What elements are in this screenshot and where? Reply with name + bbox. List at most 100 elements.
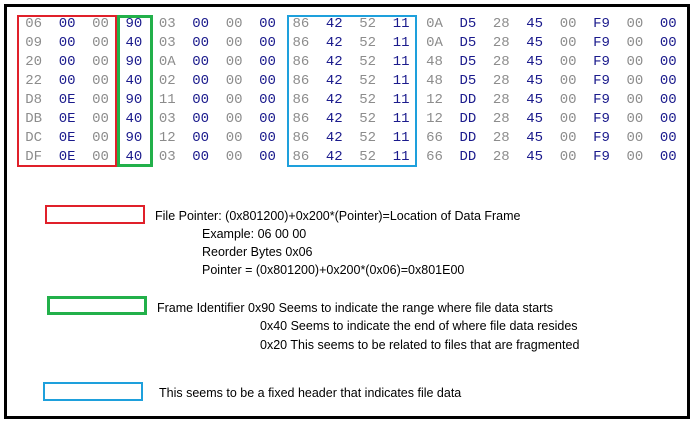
hex-byte: 02	[158, 73, 176, 89]
hex-byte: 12	[158, 130, 176, 146]
hex-byte: D5	[459, 16, 477, 32]
hex-byte: 52	[359, 130, 377, 146]
hex-byte: 45	[526, 111, 544, 127]
hex-byte: 86	[292, 111, 310, 127]
hex-byte: 00	[92, 54, 109, 70]
hex-byte: 28	[492, 54, 510, 70]
hex-byte: 00	[659, 92, 677, 108]
hex-byte: F9	[593, 92, 610, 108]
hex-byte: 86	[292, 92, 310, 108]
hex-byte: 00	[559, 73, 577, 89]
hex-byte: 00	[559, 35, 577, 51]
hex-byte: 42	[325, 35, 343, 51]
hex-byte: DD	[459, 130, 477, 146]
hex-byte: 00	[559, 149, 577, 165]
hex-byte: 11	[392, 16, 410, 32]
hex-byte: 00	[58, 73, 76, 89]
hex-byte: 28	[492, 111, 510, 127]
hex-byte: 00	[192, 149, 210, 165]
hex-byte: 00	[559, 16, 577, 32]
hex-byte: 45	[526, 130, 544, 146]
hex-byte: 00	[225, 111, 243, 127]
hex-byte: 86	[292, 16, 310, 32]
hex-byte: F9	[593, 149, 610, 165]
hex-byte: 52	[359, 111, 377, 127]
hex-byte: 00	[92, 149, 109, 165]
hex-byte: F9	[593, 73, 610, 89]
hex-byte: 0E	[58, 149, 76, 165]
hex-byte: D5	[459, 73, 477, 89]
hex-byte: 00	[626, 130, 644, 146]
hex-byte: 00	[225, 130, 243, 146]
hex-byte: 42	[325, 130, 343, 146]
fixed-header-description: This seems to be a fixed header that ind…	[159, 386, 462, 400]
hex-byte: 00	[92, 35, 109, 51]
hex-byte: 42	[325, 54, 343, 70]
hex-byte: 0A	[426, 35, 443, 51]
hex-byte: 48	[426, 54, 443, 70]
hex-byte: 22	[25, 73, 43, 89]
hex-byte: 00	[92, 92, 109, 108]
hex-byte: 45	[526, 149, 544, 165]
hex-byte: 03	[158, 149, 176, 165]
hex-byte: 00	[192, 130, 210, 146]
hex-byte: DB	[25, 111, 43, 127]
hex-byte: 86	[292, 130, 310, 146]
hex-byte: 00	[58, 35, 76, 51]
hex-byte: 45	[526, 92, 544, 108]
frame-identifier-line2: 0x40 Seems to indicate the end of where …	[260, 319, 578, 333]
hex-byte: 00	[192, 16, 210, 32]
hex-byte: 42	[325, 111, 343, 127]
hex-byte: 00	[259, 16, 276, 32]
hex-byte: 00	[225, 149, 243, 165]
hex-byte: 00	[192, 54, 210, 70]
file-pointer-formula: Pointer = (0x801200)+0x200*(0x06)=0x801E…	[202, 263, 465, 277]
hex-byte: 45	[526, 54, 544, 70]
hex-byte: 00	[92, 73, 109, 89]
hex-byte: DD	[459, 149, 477, 165]
hex-byte: 00	[259, 35, 276, 51]
hex-byte: 11	[392, 35, 410, 51]
hex-byte: 42	[325, 73, 343, 89]
hex-byte: 28	[492, 16, 510, 32]
hex-byte: 0E	[58, 92, 76, 108]
hex-byte: 0E	[58, 111, 76, 127]
hex-byte: 00	[58, 16, 76, 32]
hex-byte: 28	[492, 73, 510, 89]
hex-byte: 00	[192, 35, 210, 51]
hex-byte: 90	[125, 54, 143, 70]
fixed-header-highlight	[287, 15, 417, 167]
hex-byte: 0A	[158, 54, 176, 70]
hex-byte: F9	[593, 111, 610, 127]
hex-byte: 40	[125, 149, 143, 165]
hex-byte: 40	[125, 111, 143, 127]
file-pointer-highlight	[17, 15, 117, 167]
hex-byte: 52	[359, 73, 377, 89]
hex-byte: F9	[593, 130, 610, 146]
frame-identifier-highlight	[117, 15, 153, 167]
file-pointer-example: Example: 06 00 00	[202, 227, 307, 241]
hex-byte: 00	[259, 92, 276, 108]
hex-byte: 11	[392, 149, 410, 165]
hex-byte: 00	[659, 149, 677, 165]
hex-byte: DF	[25, 149, 43, 165]
file-pointer-reorder: Reorder Bytes 0x06	[202, 245, 313, 259]
hex-byte: 86	[292, 54, 310, 70]
hex-byte: 52	[359, 16, 377, 32]
hex-byte: 00	[626, 111, 644, 127]
hex-byte: 12	[426, 111, 443, 127]
hex-byte: 00	[259, 130, 276, 146]
hex-byte: 00	[626, 35, 644, 51]
hex-byte: 00	[659, 73, 677, 89]
frame-identifier-line1: Frame Identifier 0x90 Seems to indicate …	[157, 301, 554, 315]
hex-byte: 11	[392, 92, 410, 108]
hex-byte: 90	[125, 92, 143, 108]
hex-byte: 11	[392, 54, 410, 70]
hex-byte: 20	[25, 54, 43, 70]
